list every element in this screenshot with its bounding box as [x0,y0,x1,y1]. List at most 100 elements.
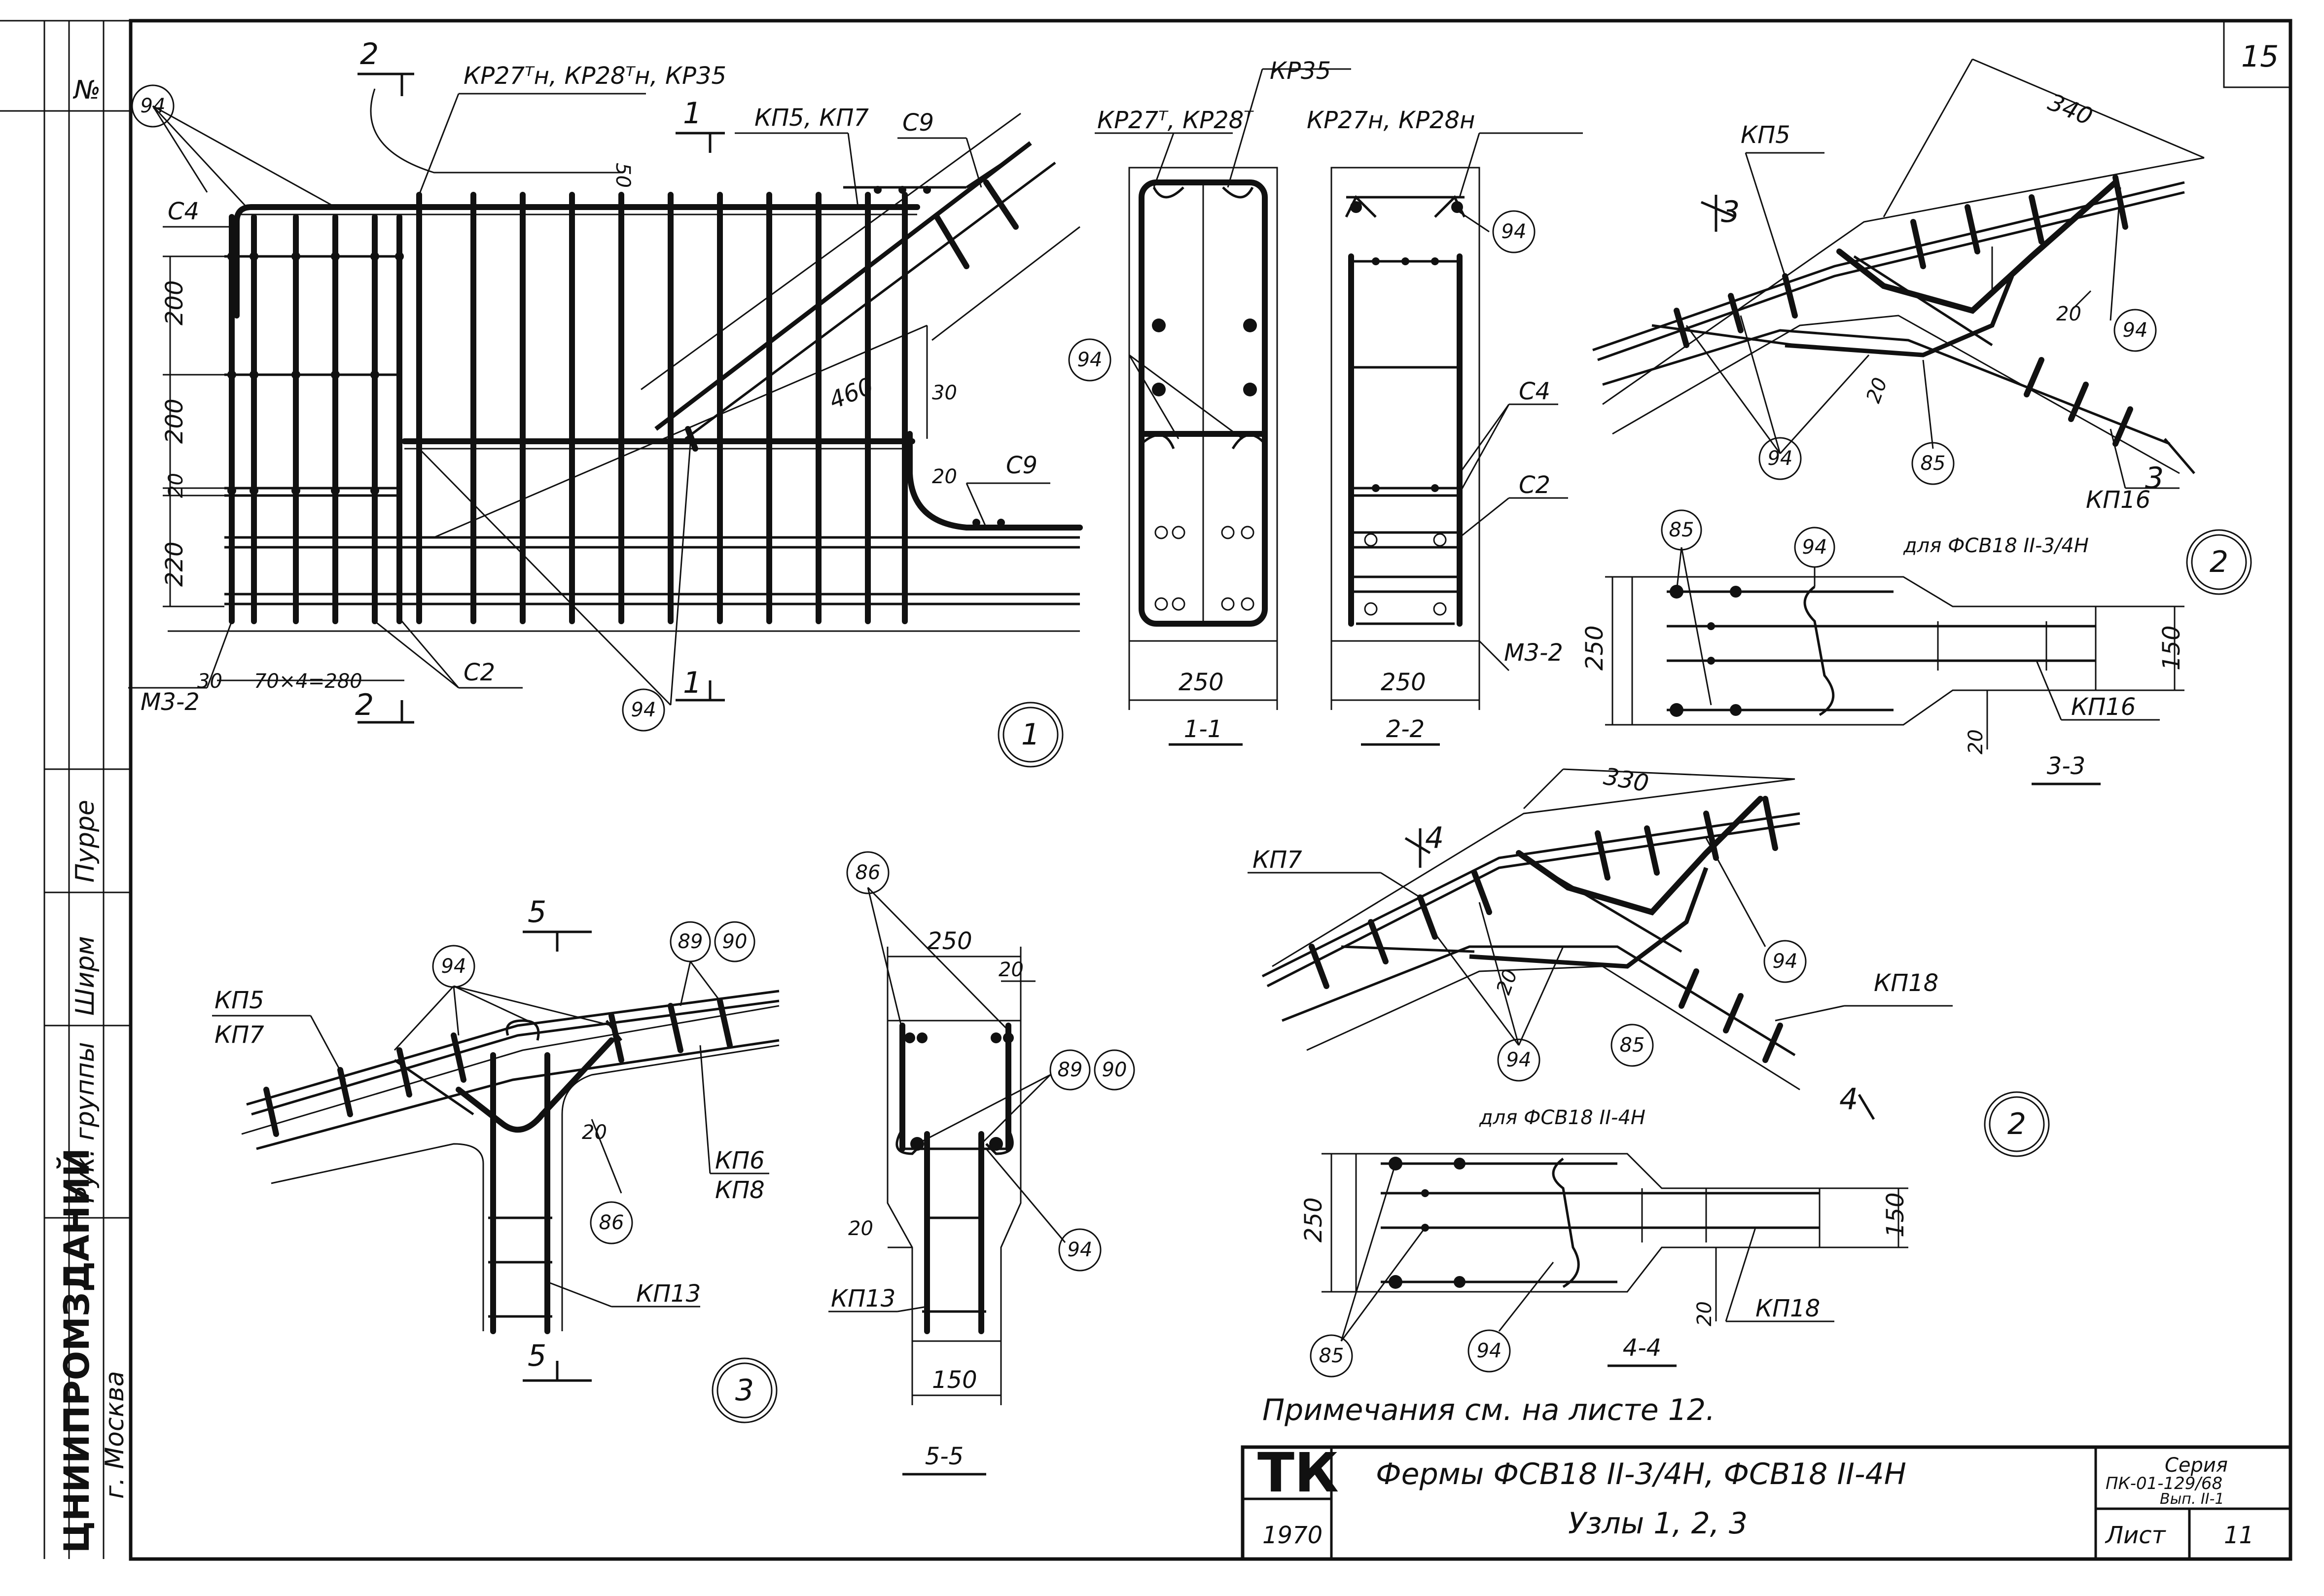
section-5-5 [828,887,1066,1476]
svg-text:94: 94 [141,95,166,117]
node-3-mark-90: 90 [714,921,755,962]
node-3-number: 3 [735,1373,754,1408]
sheet-note: Примечания см. на листе 12. [1262,1393,1715,1427]
section-2-2-labels: КР27н, КР28н С4 С2 М3-2 250 2-2 [1307,106,1563,743]
node-1-dim-70x4: 70×4=280 [254,670,362,693]
node-2-top-mark-94-b: 94 [1758,437,1802,480]
node-3-cut-5-top: 5 [528,895,546,929]
svg-text:90: 90 [1102,1059,1127,1081]
section-4-4-dim-20: 20 [1693,1301,1716,1326]
node-3-kp5: КП5 [215,987,264,1014]
svg-text:94: 94 [1773,950,1798,973]
node-2-bottom-mark-94-b: 94 [1497,1038,1540,1082]
section-5-5-title: 5-5 [925,1443,964,1470]
node-1-dim-200a: 200 [161,280,188,325]
node-1-dim-20a: 20 [165,473,187,498]
svg-text:85: 85 [1921,452,1946,475]
section-4-4-dim-250: 250 [1300,1197,1327,1242]
node-2-top-mark-85: 85 [1911,442,1955,485]
title-block-org-code: ТК [1257,1441,1339,1504]
node-1-kp5-kp7-label: КП5, КП7 [754,104,869,132]
section-4-4-title: 4-4 [1623,1334,1661,1362]
node-1-dim-20-right: 20 [932,465,957,488]
sheet-border [129,19,2292,1561]
node-1-dim-220: 220 [161,541,188,587]
section-3-3-dim-150: 150 [2158,625,2185,671]
node-1-number: 1 [1021,717,1040,752]
node-2-bottom-drawing [1248,768,2050,1157]
section-2-2-width: 250 [1381,669,1426,696]
title-block-year: 1970 [1262,1522,1323,1549]
node-3-mark-86: 86 [590,1201,633,1244]
svg-text:90: 90 [722,930,748,953]
section-4-4-mark-85: 85 [1310,1334,1353,1378]
node-2-top-dim-20b: 20 [1862,375,1892,406]
svg-text:85: 85 [1319,1345,1344,1367]
node-2-top-cut-3-bottom: 3 [2145,461,2164,496]
node-1-cut-1-bottom: 1 [683,666,702,700]
node-2-top-kp5: КП5 [1741,121,1790,149]
title-block-series-3: Вып. II-1 [2160,1490,2224,1508]
section-5-5-dim-150: 150 [932,1366,977,1394]
section-3-3-kp16: КП16 [2071,693,2136,721]
section-3-3-mark-85: 85 [1661,509,1702,551]
strip-city: г. Москва [100,1371,130,1499]
section-5-5-dim-20a: 20 [999,958,1024,981]
svg-text:94: 94 [631,699,656,721]
node-3-labels: КП5 КП7 КП6 КП8 КП13 20 5 5 3 [215,895,765,1408]
node-2-bottom-kp18: КП18 [1874,969,1938,997]
section-5-5-mark-90: 90 [1094,1049,1135,1091]
node-1-dim-200b: 200 [161,398,188,444]
node-1-cut-2-bottom: 2 [355,688,374,722]
node-2-bottom-labels: КП7 КП18 330 20 4 4 для ФСВ18 II-4Н 2 [1252,763,2026,1141]
svg-text:85: 85 [1620,1034,1645,1057]
node-2-bottom-kp7: КП7 [1252,846,1302,874]
svg-text:94: 94 [2123,319,2148,342]
section-3-3-dim-250: 250 [1581,625,1609,671]
node-3-dim-20: 20 [582,1121,607,1144]
section-5-5-labels: 250 20 20 150 КП13 5-5 [831,927,1024,1470]
node-1-mark-94-a: 94 [131,84,175,128]
section-5-5-dim-250: 250 [927,927,972,955]
section-2-2-m3-2: М3-2 [1504,639,1563,667]
title-block: ТК 1970 Фермы ФСВ18 II-3/4Н, ФСВ18 II-4Н… [1241,1441,2292,1561]
svg-text:94: 94 [1802,536,1827,559]
left-strip: № Пурре Ширм Рук. группы ЦНИИПРОМЗДАНИЙ … [0,20,131,1559]
node-2-top-mark-94-a: 94 [2113,309,2157,352]
node-3-kp8: КП8 [715,1176,765,1204]
title-block-series-2: ПК-01-129/68 [2106,1474,2222,1493]
node-2-bottom-mark-94-a: 94 [1763,940,1807,983]
section-5-5-mark-89: 89 [1049,1049,1091,1091]
svg-text:94: 94 [441,955,466,978]
section-1-1-mark-94: 94 [1068,338,1111,382]
title-block-sheet-label: Лист [2105,1522,2167,1549]
node-1-c9-mid-label: С9 [1006,452,1037,479]
strip-signature-2: Пурре [71,800,100,883]
section-3-3-labels: для ФСВ18 II-3/4Н 250 150 20 КП16 3-3 [1581,534,2185,780]
svg-text:94: 94 [1068,1239,1093,1261]
sheet-corner-number: 15 [2241,39,2279,74]
section-3-3-mark-94: 94 [1794,527,1835,568]
sheet-corner-box: 15 [2223,20,2291,88]
node-1-labels: КР27ᵀн, КР28ᵀн, КР35 КП5, КП7 С9 С9 С4 С… [141,37,1040,752]
node-2-bottom-cut-4-top: 4 [1425,821,1444,855]
section-3-3 [1605,547,2184,785]
svg-text:86: 86 [856,861,881,884]
title-block-sheet-number: 11 [2224,1522,2254,1549]
svg-text:94: 94 [1768,447,1793,470]
title-block-series-1: Серия [2165,1454,2228,1477]
node-1-c9-top-label: С9 [902,109,934,137]
node-1-bar-dots [227,186,1005,527]
section-4-4 [1322,1153,1908,1367]
node-1-cut-2-top: 2 [360,37,379,71]
strip-group-head: Рук. группы [71,1042,100,1203]
node-1-kr-top-label: КР27ᵀн, КР28ᵀн, КР35 [464,62,726,90]
svg-text:94: 94 [1077,349,1103,371]
strip-institute: ЦНИИПРОМЗДАНИЙ [57,1148,97,1553]
node-2-top-kp16: КП16 [2086,486,2150,514]
node-3-kp13: КП13 [636,1280,701,1308]
svg-text:86: 86 [599,1211,624,1234]
node-3-mark-89: 89 [670,921,711,962]
node-2-top-drawing [1592,58,2252,595]
title-block-title-line-2: Узлы 1, 2, 3 [1568,1506,1748,1541]
